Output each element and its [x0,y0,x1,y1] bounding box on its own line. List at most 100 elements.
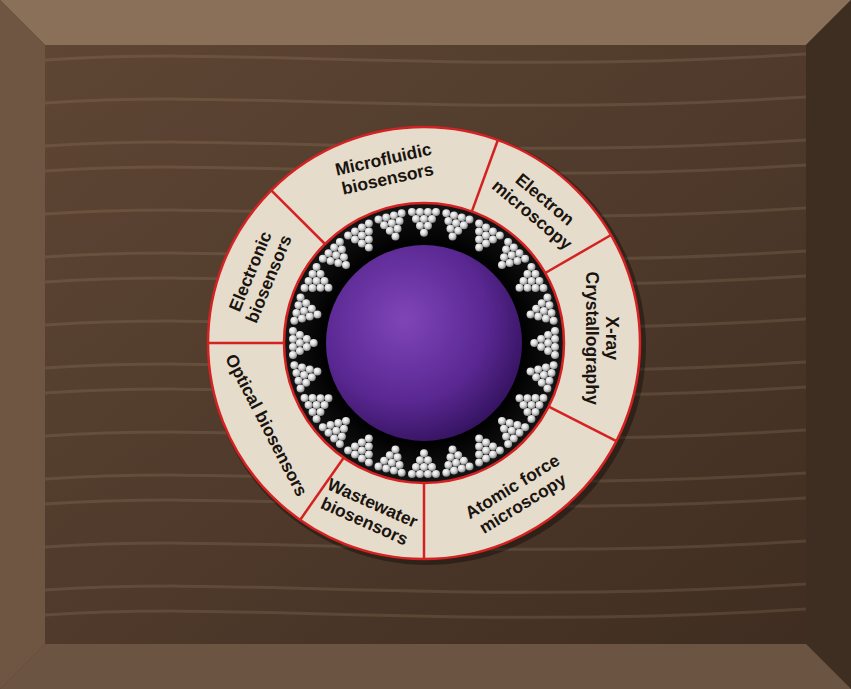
nanoparticle-ball [388,219,396,227]
nanoparticle-ball [344,446,352,454]
nanoparticle-ball [543,384,551,392]
ring-segment: Atomic force microscopy [436,435,598,556]
nanoparticle-ball [308,373,316,381]
nanoparticle-ball [500,425,508,433]
nanoparticle-ball [351,236,359,244]
nanoparticle-ball [365,220,373,228]
nanoparticle-ball [313,401,321,409]
nanoparticle-ball [506,419,514,427]
nanoparticle-ball [292,309,300,317]
nanoparticle-ball [290,317,298,325]
nanoparticle-ball [519,401,527,409]
ring-shadow [208,127,646,565]
nanoparticle-ball [544,339,552,347]
label-ring [208,127,640,559]
nanoparticle-ball [420,463,428,471]
nanoparticle-ball [420,229,428,237]
nanoparticle-ball [416,208,424,216]
nanoparticle-ball [321,401,329,409]
nanoparticle-ball [539,284,547,292]
nanoparticle-ball [542,315,550,323]
nanoparticle-ball [442,209,450,217]
nanoparticle-ball [523,408,531,416]
nanoparticle-ball [394,453,402,461]
nanoparticle-ball [482,232,490,240]
bevel-right [806,0,851,689]
nanoparticle-ball [482,224,490,232]
nanoparticle-ball [309,270,317,278]
nanoparticle-ball [317,408,325,416]
nanoparticle-ball [531,408,539,416]
nanoparticle-ball [510,244,518,252]
nanoparticle-ball [300,371,308,379]
nanoparticle-ball [502,432,510,440]
nanoparticle-ball [551,343,559,351]
nanoparticle-ball [498,261,506,269]
nanoparticle-ball [537,343,545,351]
nanoparticle-ball [498,417,506,425]
nanoparticle-ball [546,377,554,385]
nanoparticle-ball [358,438,366,446]
nanoparticle-ball [313,415,321,423]
nanoparticle-ball [550,317,558,325]
nanoparticle-ball [531,394,539,402]
nanoparticle-ball [508,427,516,435]
nanoparticle-ball [338,246,346,254]
nanoparticle-ball [398,469,406,477]
nanoparticle-ball [296,339,304,347]
nanoparticle-ball [496,446,504,454]
nanoparticle-ball [504,238,512,246]
nanoparticle-ball [301,284,309,292]
nanoparticle-ball [365,450,373,458]
nanoparticle-ball [375,462,383,470]
nanoparticle-ball [303,335,311,343]
nanoparticle-ball [475,458,483,466]
nanoparticle-ball [416,470,424,478]
nanoparticle-ball [296,347,304,355]
nanoparticle-ball [534,313,542,321]
nanoparticle-ball [365,435,373,443]
nanoparticle-ball [450,467,458,475]
nanoparticle-ball [542,363,550,371]
nanoparticle-ball [523,394,531,402]
nanoparticle-ball [302,299,310,307]
nanoparticle-ball [454,227,462,235]
divider-line [423,483,426,559]
nanoparticle-ball [424,222,432,230]
nanoparticle-ball [465,216,473,224]
nanoparticle-ball [336,238,344,246]
nanoparticle-ball [424,456,432,464]
nanoparticle-ball [489,442,497,450]
nanoparticle-ball [388,459,396,467]
nanoparticle-ball [515,249,523,257]
nanoparticle-ball [292,369,300,377]
ring-segment: X-ray Crystallography [582,256,622,421]
nanoparticle-ball [313,263,321,271]
nanoparticle-ball [321,277,329,285]
nanoparticle-ball [416,456,424,464]
nanoparticle-ball [532,373,540,381]
nanoparticle-ball [500,253,508,261]
segment-label: X-ray Crystallography [582,256,622,421]
nanoparticle-ball [365,236,373,244]
nanoparticle-ball [309,394,317,402]
nanoparticle-ball [428,215,436,223]
nanoparticle-ball [334,259,342,267]
nanoparticle-ball [475,450,483,458]
nanoparticle-ball [531,270,539,278]
nanoparticle-ball [534,365,542,373]
nanoparticle-ball [489,450,497,458]
nanoparticle-ball [289,335,297,343]
black-core [284,203,564,483]
nanoparticle-ball [298,315,306,323]
nanoparticle-ball [332,251,340,259]
nanoparticle-ball [508,251,516,259]
nanoparticle-ball [365,442,373,450]
nanoparticle-ball [523,270,531,278]
nanoparticle-ball [551,327,559,335]
nanoparticle-ball [428,463,436,471]
segment-label: Optical biosensors [221,351,312,500]
nanoparticle-ball [327,421,335,429]
